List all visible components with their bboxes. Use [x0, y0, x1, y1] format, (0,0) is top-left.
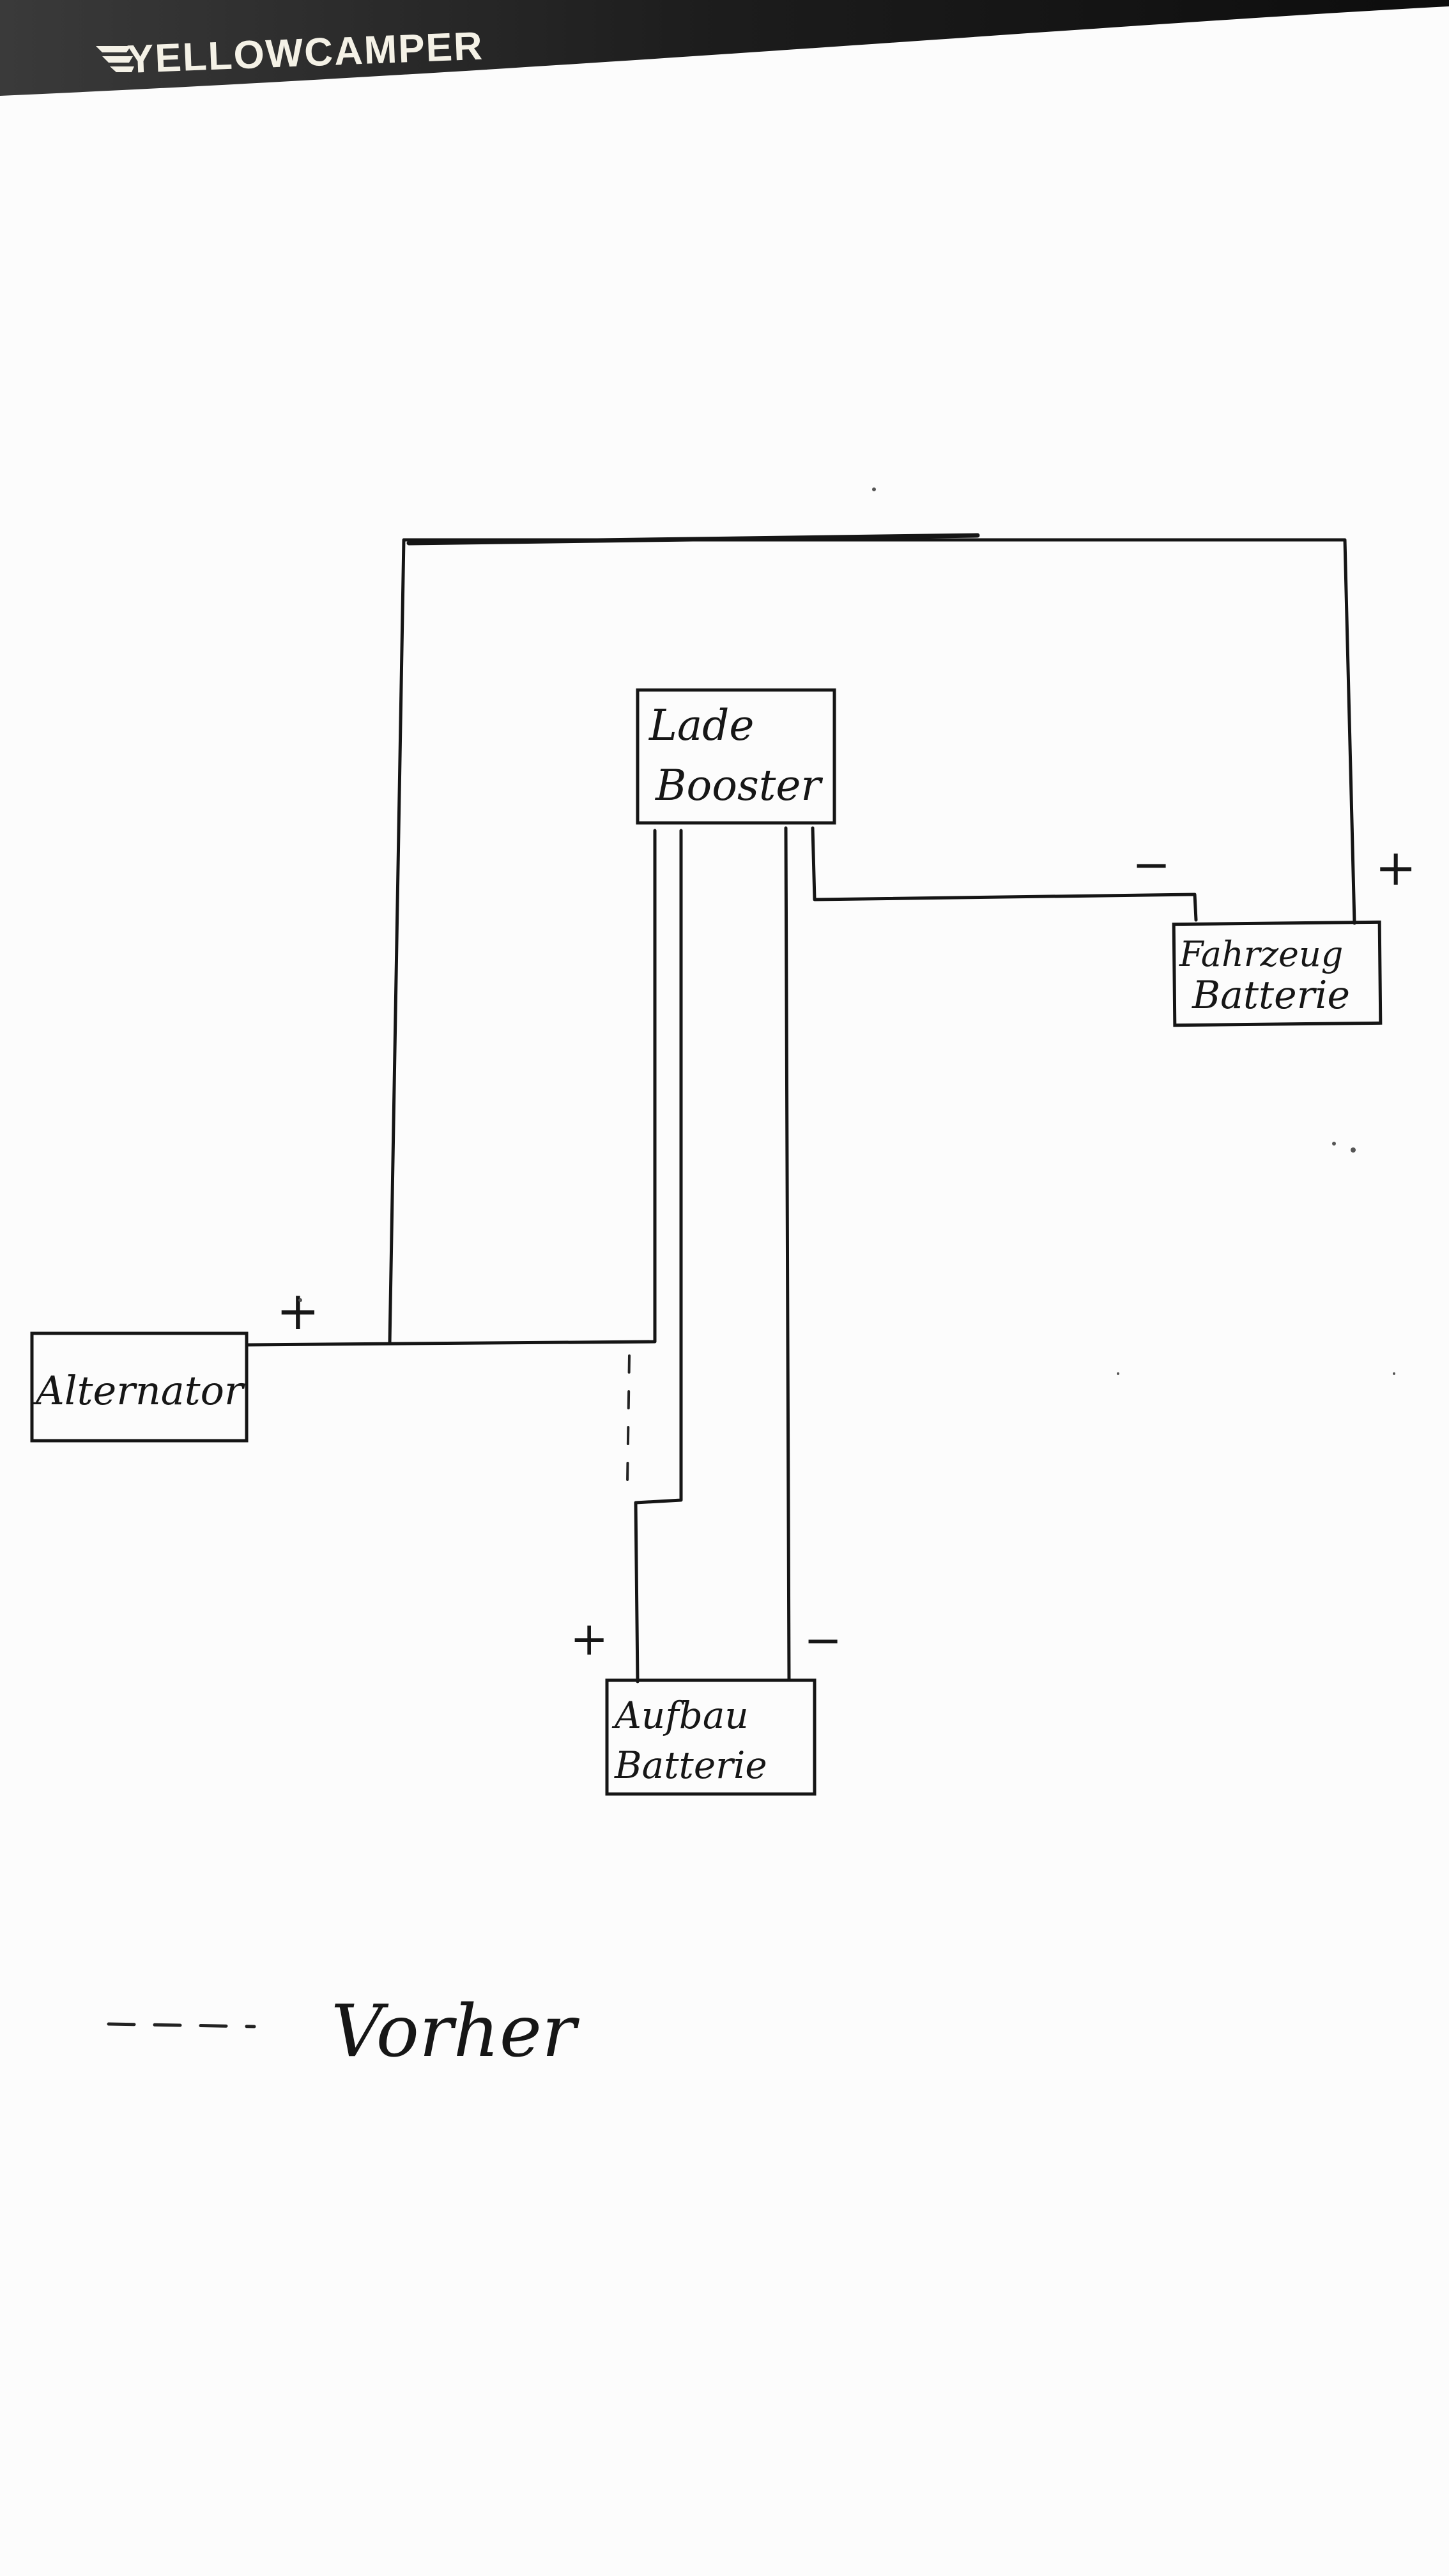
- legend: Vorher: [107, 1990, 580, 2073]
- fahrzeug-batterie-label-line2: Batterie: [1192, 973, 1350, 1018]
- header-band-shape: [0, 0, 1449, 96]
- aufbau-batterie-box: [605, 1678, 816, 1796]
- legend-label: Vorher: [331, 1990, 580, 2073]
- alternator-label: Alternator: [33, 1367, 245, 1414]
- aufbau-plus-sign: +: [570, 1612, 608, 1666]
- logo-wing-icon: [96, 46, 134, 72]
- fahrzeug-minus-sign: −: [1132, 838, 1170, 891]
- fahrzeug-batterie-label-line1: Fahrzeug: [1179, 934, 1343, 974]
- aufbau-batterie-label-line2: Batterie: [614, 1744, 767, 1787]
- wire-booster-to-aufbau-plus: [634, 829, 683, 1683]
- wire-alternator-to-booster: [245, 829, 657, 1347]
- legend-dash-sample: [107, 2022, 256, 2028]
- fahrzeug-plus-sign: +: [1375, 839, 1416, 897]
- lade-booster-label-line1: Lade: [648, 701, 754, 750]
- aufbau-batterie-label-line1: Aufbau: [611, 1694, 749, 1737]
- header-band: YELLOWCAMPER: [0, 0, 1449, 96]
- scan-specks: [298, 487, 1395, 1375]
- alternator-box: [30, 1331, 249, 1443]
- wire-booster-to-aufbau-minus: [784, 826, 791, 1682]
- wire-booster-to-fahrzeug-minus: [811, 826, 1198, 922]
- aufbau-minus-sign: −: [804, 1613, 842, 1667]
- wire-top-loop: [388, 538, 1356, 1345]
- lade-booster-box: [636, 688, 836, 825]
- alternator-plus-sign: +: [276, 1281, 320, 1342]
- wire-former-connection-dashed: [626, 1354, 631, 1483]
- lade-booster-label-line2: Booster: [655, 761, 823, 810]
- wire-top-overlap: [406, 533, 980, 546]
- fahrzeug-batterie-box: [1172, 920, 1383, 1027]
